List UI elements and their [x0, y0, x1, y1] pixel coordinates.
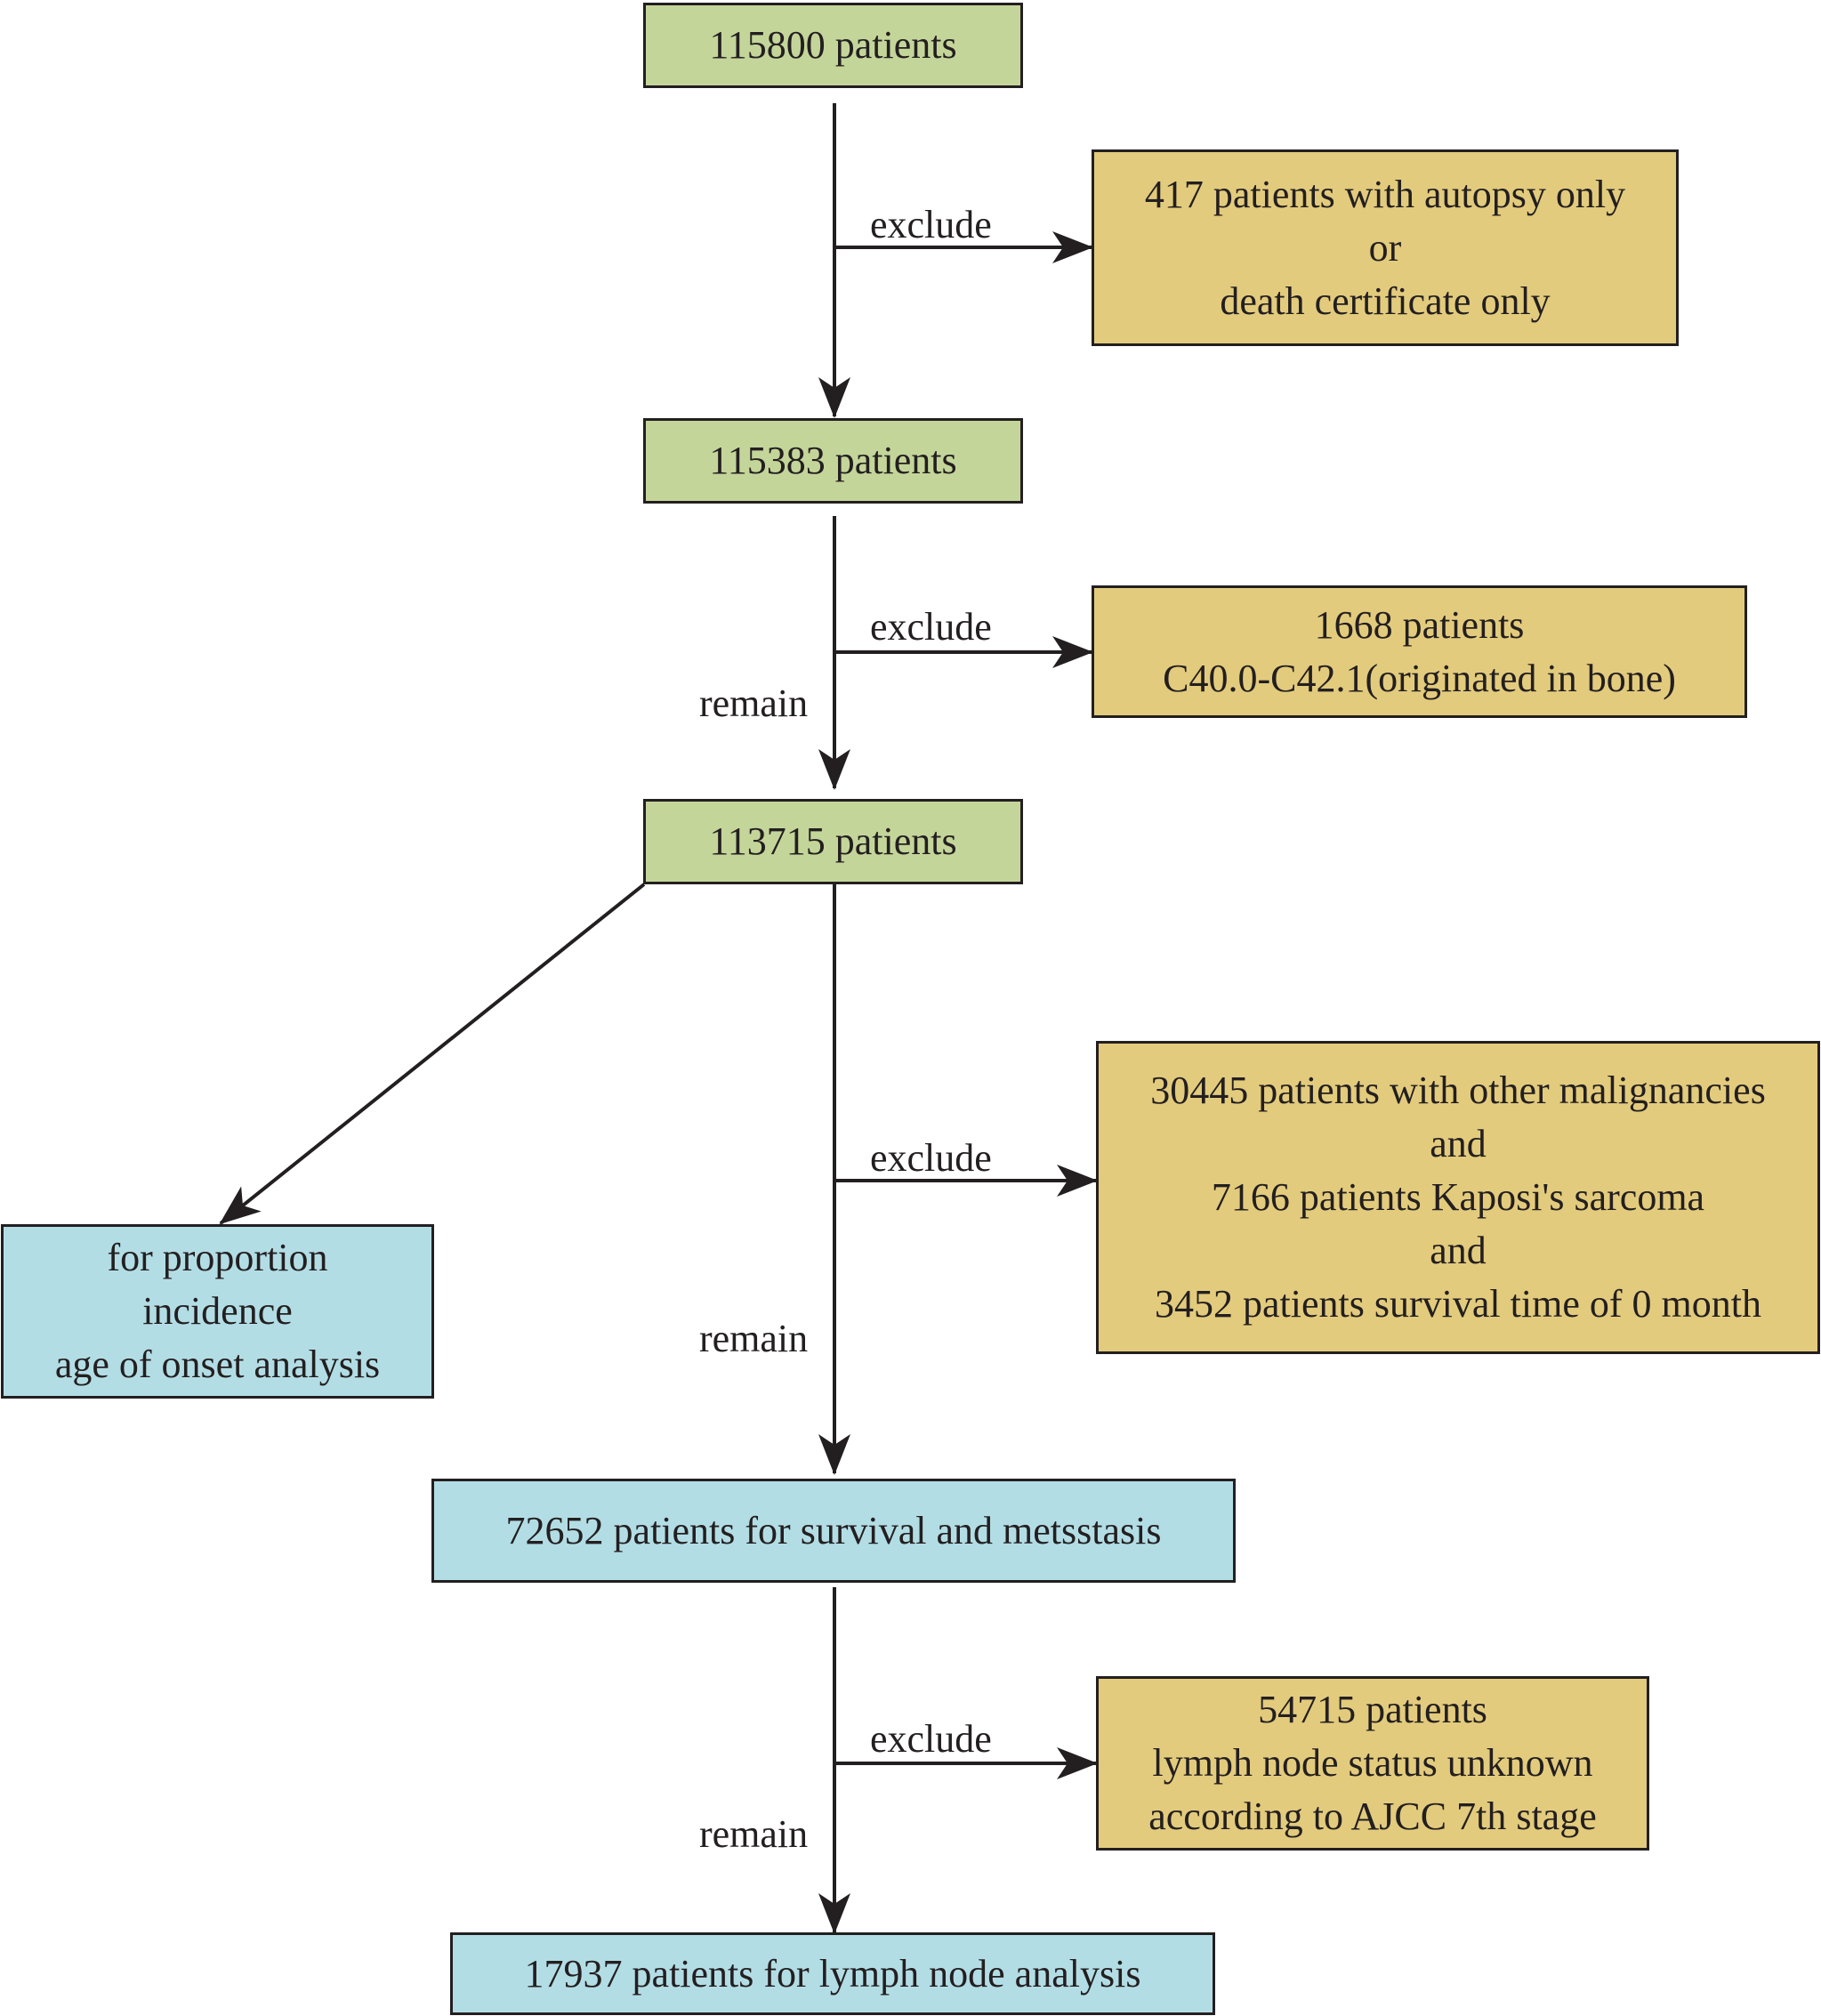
label-exclude-4: exclude: [870, 1717, 992, 1761]
node-text-line: 7166 patients Kaposi's sarcoma: [1211, 1175, 1705, 1219]
node-proportion-analysis: for proportion incidence age of onset anal…: [1, 1224, 434, 1399]
node-text-line: 30445 patients with other malignancies: [1150, 1068, 1766, 1112]
node-113715: 113715 patients: [643, 799, 1023, 884]
label-remain-2: remain: [699, 1317, 809, 1360]
node-text-line: 417 patients with autopsy only: [1144, 172, 1626, 216]
node-text-line: age of onset analysis: [54, 1343, 381, 1386]
node-text-line: or: [1368, 225, 1402, 270]
node-text-line: for proportion: [107, 1236, 328, 1279]
node-text-line: 115383 patients: [709, 439, 957, 482]
node-text-line: incidence: [142, 1289, 293, 1333]
node-exclude-lymph-unknown: 54715 patients lymph node status unknown a…: [1096, 1676, 1649, 1851]
label-exclude-1: exclude: [870, 203, 992, 246]
node-exclude-malignancies: 30445 patients with other malignancies an…: [1096, 1041, 1820, 1354]
label-remain-3: remain: [699, 1812, 809, 1856]
node-17937: 17937 patients for lymph node analysis: [450, 1932, 1215, 2015]
label-exclude-2: exclude: [870, 605, 992, 649]
node-text-line: 113715 patients: [709, 819, 957, 863]
node-text-line: 3452 patients survival time of 0 month: [1155, 1282, 1761, 1326]
node-text-line: according to AJCC 7th stage: [1148, 1794, 1597, 1838]
node-text-line: and: [1430, 1122, 1487, 1165]
node-text-line: C40.0-C42.1(originated in bone): [1163, 656, 1676, 700]
node-text-line: 54715 patients: [1258, 1688, 1487, 1731]
node-text-line: 115800 patients: [709, 23, 957, 67]
label-remain-1: remain: [699, 681, 809, 725]
node-text-line: death certificate only: [1220, 278, 1551, 323]
node-115383: 115383 patients: [643, 418, 1023, 504]
node-text-line: and: [1430, 1229, 1487, 1272]
node-text-line: 72652 patients for survival and metsstas…: [505, 1508, 1162, 1552]
node-text-line: 1668 patients: [1314, 602, 1525, 647]
label-exclude-3: exclude: [870, 1136, 992, 1180]
node-72652: 72652 patients for survival and metsstas…: [431, 1479, 1236, 1583]
node-text-line: 17937 patients for lymph node analysis: [524, 1951, 1141, 1996]
arrow-n3-to-prop: [219, 883, 646, 1225]
node-115800: 115800 patients: [643, 3, 1023, 88]
node-exclude-autopsy: 417 patients with autopsy only or death ce…: [1092, 149, 1679, 346]
node-text-line: lymph node status unknown: [1152, 1741, 1593, 1785]
